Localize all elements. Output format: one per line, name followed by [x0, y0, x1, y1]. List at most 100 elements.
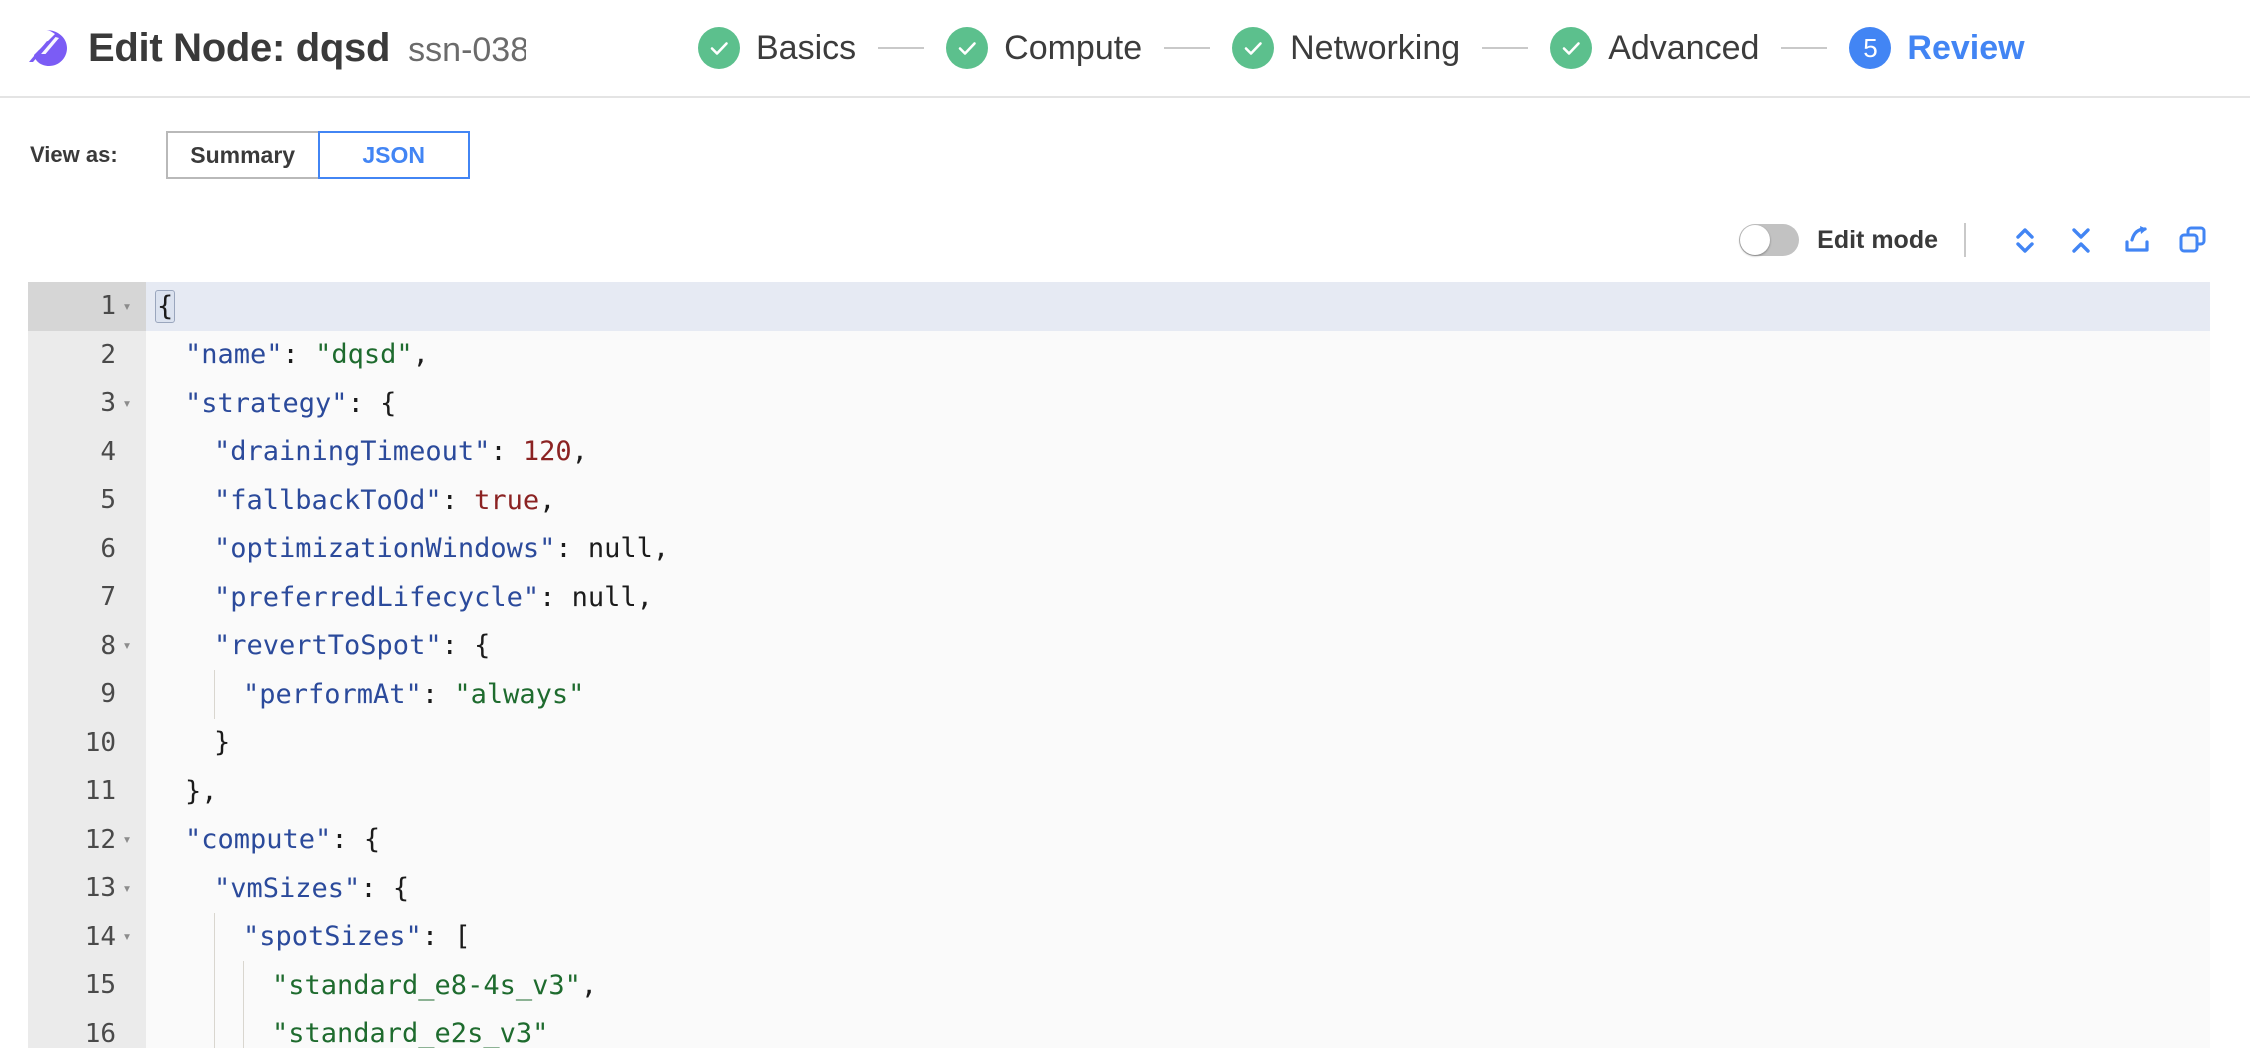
code-token: : — [282, 339, 316, 371]
view-as-summary-button[interactable]: Summary — [165, 131, 318, 179]
code-line[interactable]: 14▾"spotSizes": [ — [28, 912, 2210, 961]
step-label: Review — [1907, 28, 2025, 67]
step-basics[interactable]: Basics — [698, 27, 856, 69]
code-token: "preferredLifecycle" — [214, 581, 540, 613]
code-token: : { — [331, 824, 381, 856]
line-gutter: 2▾ — [28, 330, 146, 379]
code-token: "optimizationWindows" — [214, 533, 556, 565]
code-line[interactable]: 1 ▾ { — [28, 282, 2210, 331]
export-icon[interactable] — [2114, 217, 2160, 263]
edit-mode-toggle[interactable] — [1739, 224, 1800, 256]
code-line[interactable]: 11▾}, — [28, 767, 2210, 816]
code-tokens: "drainingTimeout": 120, — [156, 438, 588, 465]
view-as-json-button[interactable]: JSON — [317, 131, 470, 179]
copy-icon[interactable] — [2170, 217, 2216, 263]
code-token: "spotSizes" — [243, 921, 422, 953]
fold-toggle-icon[interactable]: ▾ — [122, 393, 132, 412]
code-text: "drainingTimeout": 120, — [146, 428, 2210, 477]
view-as-row: View as: Summary JSON — [0, 98, 2250, 179]
code-tokens: "spotSizes": [ — [156, 923, 471, 950]
code-token: "always" — [454, 678, 585, 710]
code-line[interactable]: 12▾"compute": { — [28, 815, 2210, 864]
expand-all-icon[interactable] — [2002, 217, 2048, 263]
line-gutter: 5▾ — [28, 476, 146, 525]
code-tokens: "optimizationWindows": null, — [156, 535, 669, 562]
code-line[interactable]: 5▾"fallbackToOd": true, — [28, 476, 2210, 525]
step-label: Advanced — [1608, 28, 1760, 67]
code-line[interactable]: 4▾"drainingTimeout": 120, — [28, 427, 2210, 477]
step-advanced[interactable]: Advanced — [1550, 27, 1759, 69]
code-tokens: "preferredLifecycle": null, — [156, 584, 653, 611]
line-gutter: 7▾ — [28, 573, 146, 622]
code-text: "preferredLifecycle": null, — [146, 573, 2210, 622]
code-token: true — [474, 484, 540, 516]
code-token: "performAt" — [243, 678, 422, 710]
code-tokens: "standard_e8-4s_v3", — [156, 972, 597, 999]
line-number: 11 — [84, 776, 116, 807]
code-line[interactable]: 8▾"revertToSpot": { — [28, 621, 2210, 671]
app-header: Edit Node: dqsd ssn-038 Basics Compute N… — [0, 0, 2250, 98]
view-as-label: View as: — [30, 142, 118, 167]
code-token: null — [571, 581, 637, 613]
line-number: 9 — [100, 679, 116, 710]
step-number: 5 — [1863, 33, 1878, 63]
fold-toggle-icon[interactable]: ▾ — [122, 830, 132, 849]
fold-toggle-icon[interactable]: ▾ — [122, 927, 132, 946]
code-text: "optimizationWindows": null, — [146, 525, 2210, 574]
code-line[interactable]: 6▾"optimizationWindows": null, — [28, 524, 2210, 574]
check-icon — [1232, 27, 1275, 69]
json-code-editor[interactable]: 1▾{2▾"name": "dqsd",3▾"strategy": {4▾"dr… — [28, 282, 2210, 1048]
code-line[interactable]: 3▾"strategy": { — [28, 379, 2210, 428]
code-token: : — [555, 533, 588, 565]
code-tokens: "vmSizes": { — [156, 875, 409, 902]
line-number: 3 — [100, 388, 116, 419]
step-networking[interactable]: Networking — [1232, 27, 1460, 69]
wizard-stepper: Basics Compute Networking Advanced — [690, 0, 2025, 96]
line-number: 12 — [84, 824, 116, 855]
code-token: : — [421, 678, 455, 710]
code-token: { — [154, 289, 176, 323]
code-line[interactable]: 15▾"standard_e8-4s_v3", — [28, 961, 2210, 1010]
check-icon — [1550, 27, 1593, 69]
line-gutter: 10▾ — [28, 718, 146, 767]
line-number: 7 — [100, 582, 116, 613]
step-connector — [1164, 47, 1211, 49]
line-number: 16 — [84, 1018, 116, 1048]
code-token: , — [652, 533, 670, 565]
code-token: "revertToSpot" — [214, 630, 442, 662]
line-number: 4 — [100, 436, 116, 467]
code-line[interactable]: 16▾"standard_e2s_v3" — [28, 1009, 2210, 1048]
code-line[interactable]: 2▾"name": "dqsd", — [28, 330, 2210, 379]
check-icon — [946, 27, 989, 69]
code-line[interactable]: 13▾ "vmSizes": { — [28, 864, 2210, 913]
code-token: , — [412, 339, 429, 371]
code-text: "strategy": { — [146, 379, 2210, 428]
check-icon — [698, 27, 740, 69]
fold-toggle-icon[interactable]: ▾ — [122, 296, 132, 315]
code-token: "fallbackToOd" — [214, 484, 442, 516]
fold-toggle-icon[interactable]: ▾ — [122, 636, 132, 655]
line-number: 15 — [84, 970, 116, 1001]
indent-guide — [243, 1009, 244, 1048]
code-line[interactable]: 10▾} — [28, 718, 2210, 767]
line-gutter: 3▾ — [28, 379, 146, 428]
toggle-knob — [1740, 225, 1771, 255]
spot-logo-icon — [22, 22, 74, 74]
view-as-segmented-control[interactable]: Summary JSON — [165, 131, 470, 179]
step-label: Networking — [1290, 28, 1461, 67]
code-line[interactable]: 7▾ "preferredLifecycle": null, — [28, 573, 2210, 622]
step-compute[interactable]: Compute — [946, 27, 1142, 69]
code-tokens: }, — [156, 778, 218, 805]
code-line[interactable]: 9▾"performAt": "always" — [28, 670, 2210, 719]
code-token: 120 — [522, 436, 572, 468]
code-token: "standard_e8-4s_v3" — [272, 969, 581, 1001]
code-token: }, — [185, 775, 218, 807]
line-number: 1 — [100, 291, 116, 322]
fold-toggle-icon[interactable]: ▾ — [122, 878, 132, 897]
line-gutter: 13▾ — [28, 864, 146, 913]
header-title-block: Edit Node: dqsd ssn-038 — [88, 26, 526, 71]
code-text: "revertToSpot": { — [146, 622, 2210, 671]
collapse-all-icon[interactable] — [2058, 217, 2104, 263]
step-review[interactable]: 5 Review — [1849, 27, 2025, 69]
line-gutter: 8▾ — [28, 621, 146, 670]
